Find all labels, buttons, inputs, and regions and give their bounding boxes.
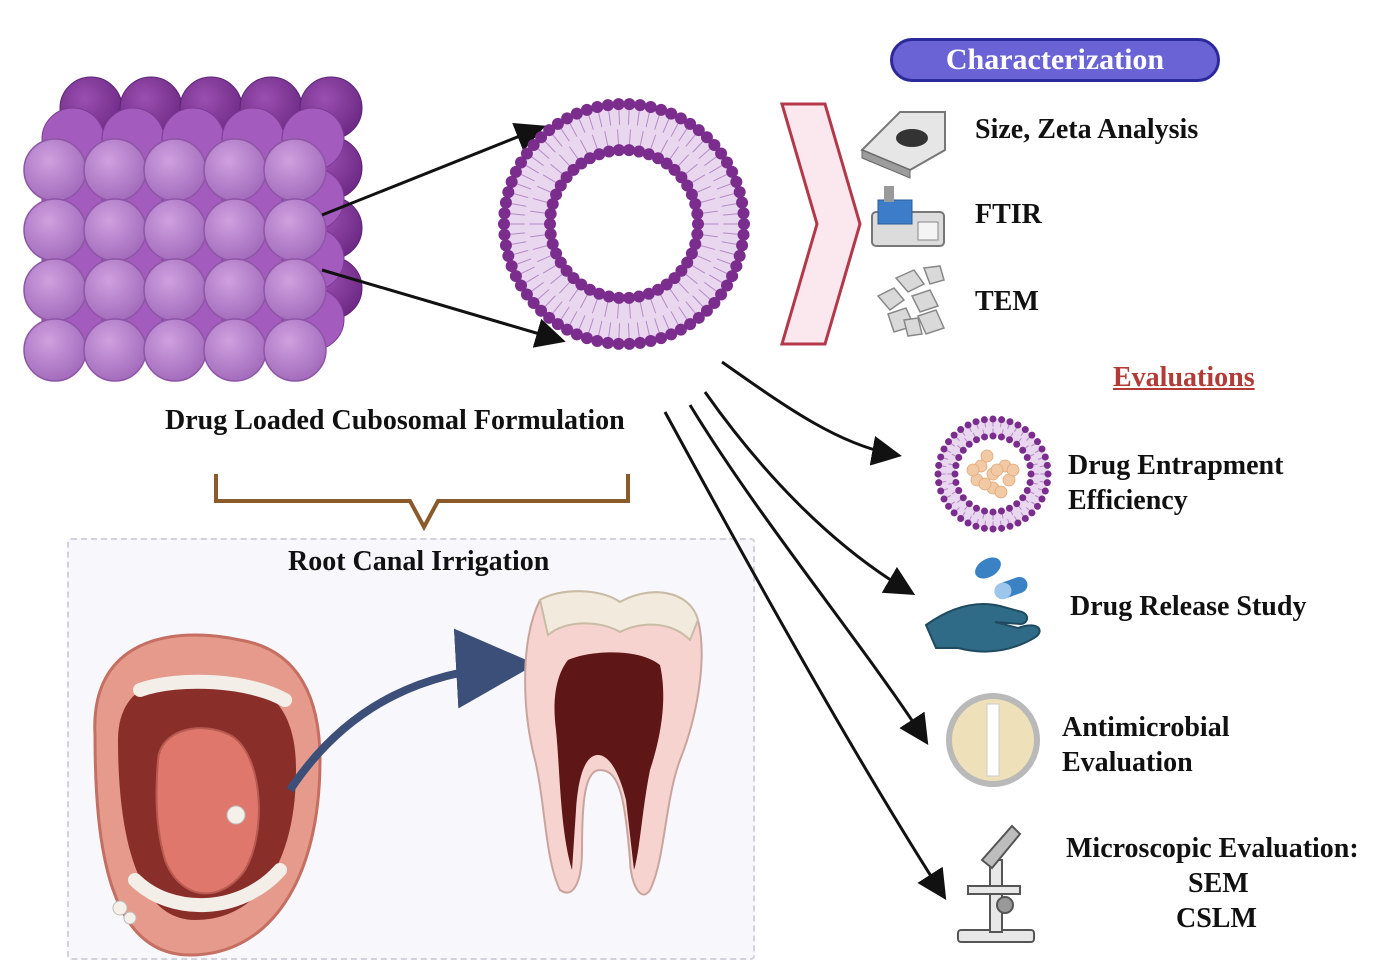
microscopic-label-line1: Microscopic Evaluation: xyxy=(1066,833,1359,864)
arrow-to-vesicle-bottom xyxy=(321,268,566,348)
entrapment-label-line1: Drug Entrapment xyxy=(1068,450,1284,481)
arrow-to-vesicle-top xyxy=(321,122,546,217)
antimicrobial-label-line2: Evaluation xyxy=(1062,747,1193,778)
release-label: Drug Release Study xyxy=(1070,591,1307,622)
arrow-to-microscopic xyxy=(663,411,947,901)
particle-size-analyzer-icon xyxy=(860,111,946,179)
arrow-to-release xyxy=(703,391,916,596)
tooth-icon xyxy=(524,590,703,896)
microscope-icon xyxy=(957,824,1035,943)
ftir-instrument-icon xyxy=(871,186,945,247)
microscopic-label-line2: SEM xyxy=(1188,868,1249,899)
tem-crystals-icon xyxy=(876,265,946,337)
open-mouth-icon xyxy=(93,633,322,957)
characterization-title: Characterization xyxy=(890,38,1220,82)
cubosome-lattice-icon xyxy=(23,76,363,382)
bracket-icon xyxy=(214,474,630,532)
size-zeta-label: Size, Zeta Analysis xyxy=(975,114,1199,145)
hand-capsules-icon xyxy=(924,557,1041,653)
chevron-icon xyxy=(780,102,862,346)
petri-dish-icon xyxy=(946,693,1040,787)
microscopic-label-line3: CSLM xyxy=(1176,903,1257,934)
evaluations-title: Evaluations xyxy=(1113,362,1255,393)
arrow-to-antimicrobial xyxy=(688,404,929,746)
arrow-to-entrapment xyxy=(721,360,902,466)
formulation-label: Drug Loaded Cubosomal Formulation xyxy=(165,405,625,436)
application-label: Root Canal Irrigation xyxy=(288,546,550,577)
ftir-label: FTIR xyxy=(975,199,1042,230)
loaded-vesicle-icon xyxy=(934,415,1052,533)
liposome-vesicle-icon xyxy=(498,98,750,350)
tem-label: TEM xyxy=(975,286,1039,317)
arrow-to-tooth xyxy=(286,628,536,793)
antimicrobial-label-line1: Antimicrobial xyxy=(1062,712,1230,743)
entrapment-label-line2: Efficiency xyxy=(1068,485,1188,516)
